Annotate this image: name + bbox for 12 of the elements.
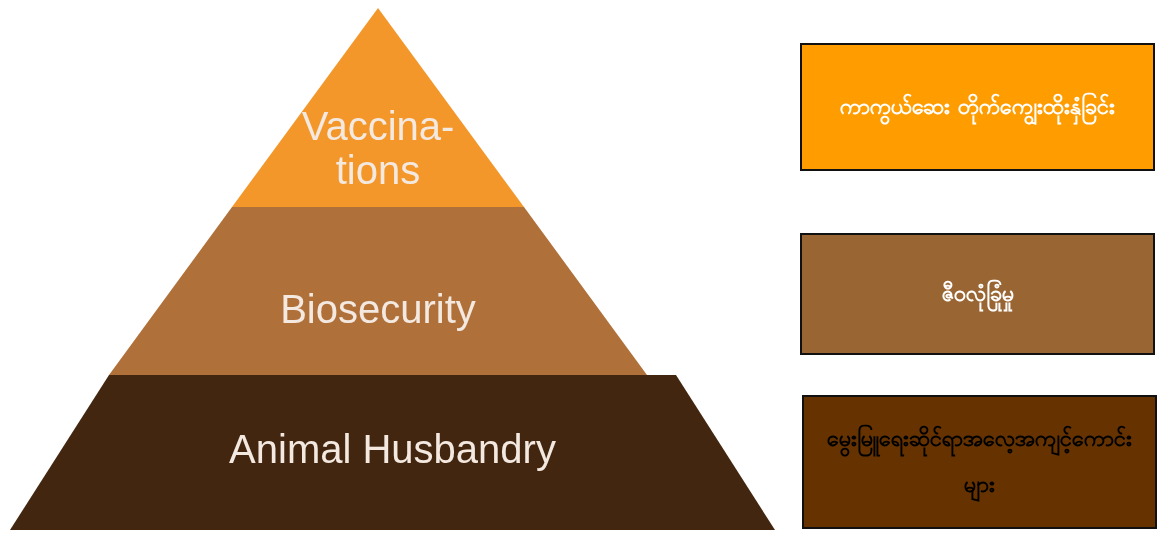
pyramid-tier xyxy=(109,207,647,375)
translation-text: ဇီဝလုံခြုံမှု xyxy=(941,271,1014,317)
tier-label: Animal Husbandry xyxy=(228,427,557,471)
translation-box xyxy=(800,43,1155,171)
translation-text: မွေးမြူရေးဆိုင်ရာအလေ့အကျင့်ကောင်းများ xyxy=(822,416,1137,508)
pyramid-tier xyxy=(232,8,524,207)
translation-box xyxy=(802,395,1157,529)
translation-box xyxy=(800,233,1155,355)
pyramid-tier xyxy=(10,375,775,530)
tier-label: Biosecurity xyxy=(279,287,477,331)
translation-text: ကာကွယ်ဆေး တိုက်ကျွေးထိုးနှံခြင်း xyxy=(840,84,1115,130)
tier-label: Vaccina-tions xyxy=(300,104,456,192)
